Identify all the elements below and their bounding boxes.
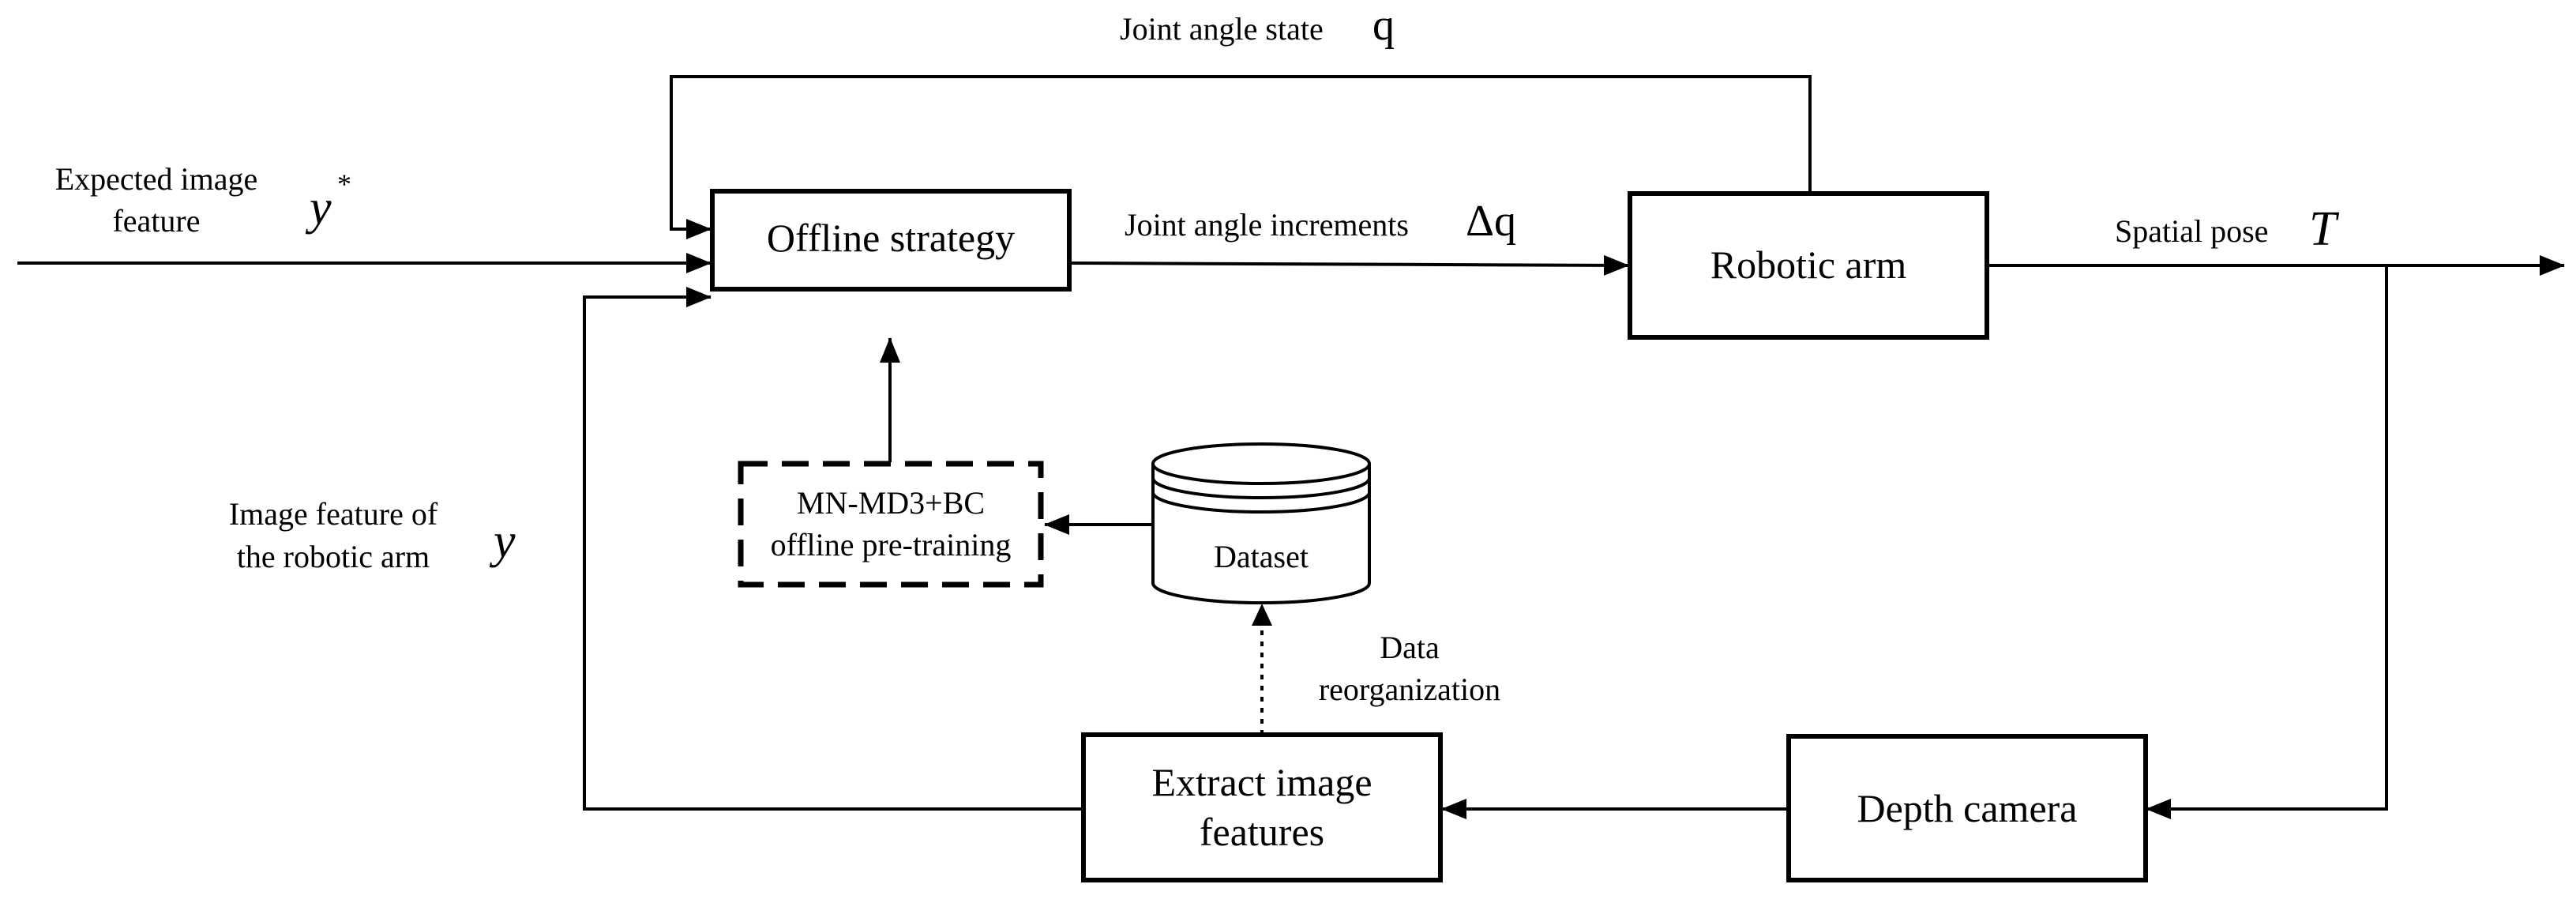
arm-feature-symbol: y — [489, 514, 516, 568]
data-reorganization-label: Data reorganization — [1319, 630, 1500, 707]
extract-features-label-line2: features — [1200, 810, 1324, 854]
joint-angle-increments-text: Joint angle increments — [1125, 207, 1409, 243]
offline-strategy-block: Offline strategy — [710, 189, 1072, 292]
extract-features-block: Extract image features — [1081, 732, 1443, 882]
joint-angle-state-symbol: q — [1372, 1, 1395, 50]
pretraining-label-line2: offline pre-training — [771, 527, 1012, 562]
expected-feature-superscript: * — [337, 168, 351, 200]
joint-angle-state-text: Joint angle state — [1120, 11, 1324, 47]
dataset-cylinder: Dataset — [1151, 442, 1371, 604]
spatial-pose-label: Spatial pose T — [2115, 202, 2340, 256]
joint-angle-increments-symbol: Δq — [1466, 197, 1516, 246]
dataset-label: Dataset — [1214, 539, 1309, 574]
expected-feature-line2: feature — [112, 203, 200, 239]
expected-feature-symbol: y — [305, 181, 332, 235]
offline-strategy-label: Offline strategy — [767, 216, 1015, 260]
expected-feature-label: Expected image feature y * — [55, 161, 351, 239]
arm-feature-line1: Image feature of — [229, 496, 438, 532]
pretraining-block: MN-MD3+BC offline pre-training — [738, 461, 1044, 588]
extract-features-label-line1: Extract image — [1151, 760, 1372, 804]
spatial-pose-text: Spatial pose — [2115, 213, 2268, 249]
arm-feature-label: Image feature of the robotic arm y — [229, 496, 516, 574]
expected-feature-line1: Expected image — [55, 161, 258, 197]
joint-angle-increments-label: Joint angle increments Δq — [1125, 197, 1516, 246]
arm-feature-feedback-arrow — [583, 287, 1083, 811]
data-reorganization-line2: reorganization — [1319, 672, 1500, 707]
joint-angle-state-arrow — [670, 75, 1812, 239]
depth-camera-label: Depth camera — [1857, 786, 2077, 830]
spatial-pose-symbol: T — [2309, 202, 2340, 256]
joint-angle-increments-arrow — [1069, 254, 1629, 276]
data-reorganization-arrowhead — [1252, 604, 1272, 626]
pretraining-label-line1: MN-MD3+BC — [797, 485, 985, 521]
robotic-arm-block: Robotic arm — [1628, 191, 1989, 340]
robotic-arm-label: Robotic arm — [1710, 243, 1907, 287]
pose-to-camera-arrow — [2146, 265, 2388, 819]
joint-angle-state-label: Joint angle state q — [1120, 1, 1395, 50]
arm-feature-line2: the robotic arm — [237, 539, 430, 574]
data-reorganization-line1: Data — [1380, 630, 1440, 665]
depth-camera-block: Depth camera — [1786, 734, 2148, 882]
